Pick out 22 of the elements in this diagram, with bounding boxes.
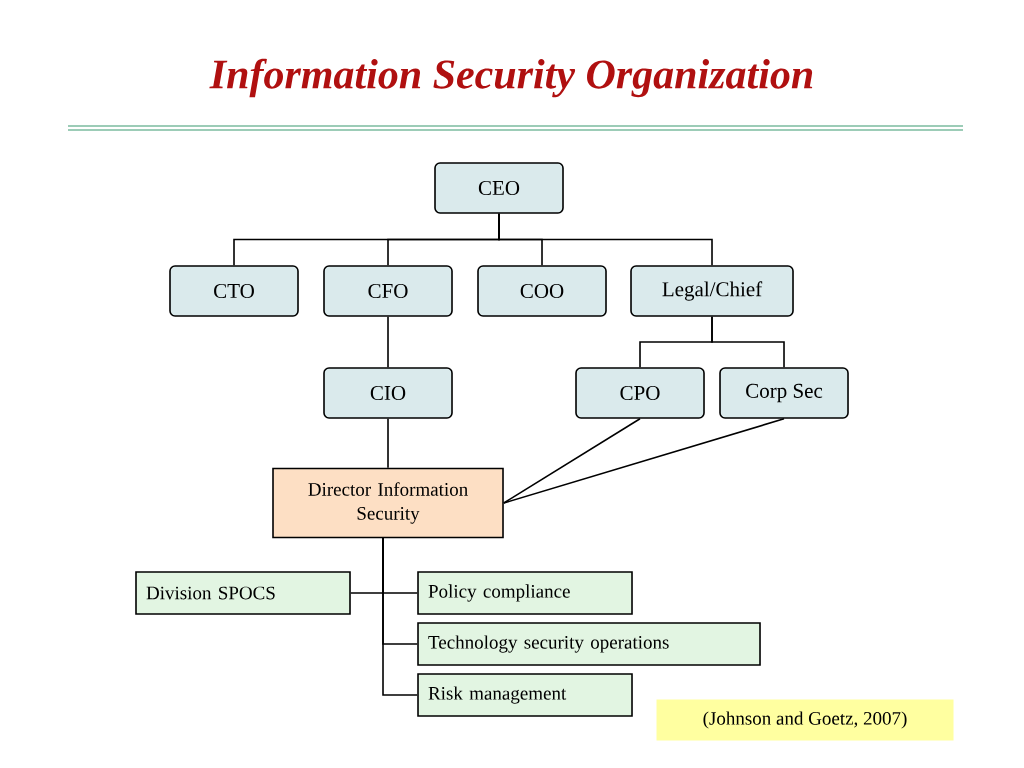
citation-box: (Johnson and Goetz, 2007) <box>656 699 954 741</box>
org-box: Legal/Chief <box>630 265 794 317</box>
unit-box: Division SPOCS <box>135 571 351 615</box>
connector-line <box>711 316 785 368</box>
org-box: COO <box>477 265 607 317</box>
connector-line <box>387 418 389 469</box>
connector-line <box>503 418 785 504</box>
org-box: CTO <box>169 265 299 317</box>
org-box: Corp Sec <box>719 367 849 419</box>
org-box: CFO <box>323 265 453 317</box>
connector-line <box>503 418 641 504</box>
unit-box: Policy compliance <box>417 571 633 615</box>
unit-box: Technology security operations <box>417 622 761 666</box>
org-box: CPO <box>575 367 705 419</box>
connector-line <box>382 536 418 696</box>
org-box: CIO <box>323 367 453 419</box>
org-box: CEO <box>434 162 564 214</box>
connector-line <box>387 316 389 368</box>
director-box: Director Information Security <box>272 467 504 539</box>
unit-box: Risk management <box>417 673 633 717</box>
connector-line <box>498 213 713 266</box>
title: Information Security Organization <box>209 58 813 98</box>
